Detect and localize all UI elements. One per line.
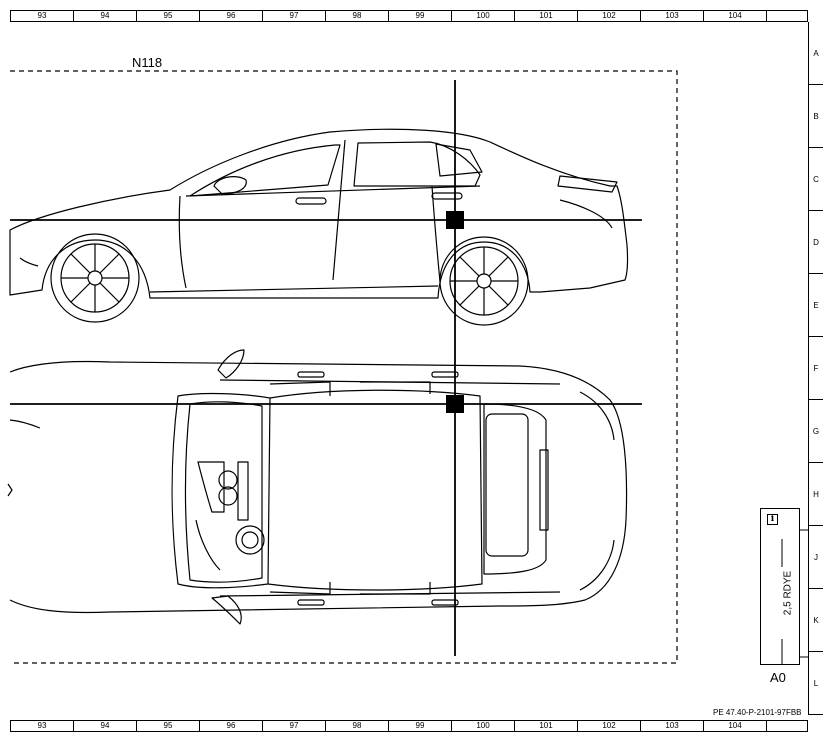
ruler-col-103: 103 (641, 721, 704, 731)
car-side-view (9, 128, 629, 326)
ruler-col-100: 100 (452, 721, 515, 731)
ruler-col-94: 94 (74, 721, 137, 731)
ruler-row-k: K (809, 589, 823, 652)
ruler-col-103: 103 (641, 11, 704, 21)
ruler-col-104: 104 (704, 721, 767, 731)
reference-code: PE 47.40-P-2101-97FBB (713, 708, 802, 717)
ruler-row-b: B (809, 85, 823, 148)
ruler-row-h: H (809, 463, 823, 526)
car-top-view (7, 349, 628, 625)
wire-label-text: 2,5 RDYE (782, 570, 794, 616)
locator-lines (10, 80, 642, 656)
ruler-col-95: 95 (137, 721, 200, 731)
ruler-right: A B C D E F G H J K L (808, 22, 823, 715)
ruler-col-102: 102 (578, 721, 641, 731)
component-marker-top-view (446, 395, 464, 413)
ruler-col-98: 98 (326, 721, 389, 731)
ruler-row-d: D (809, 211, 823, 274)
ruler-col-99: 99 (389, 11, 452, 21)
ruler-col-99: 99 (389, 721, 452, 731)
ruler-col-102: 102 (578, 11, 641, 21)
ruler-col-95: 95 (137, 11, 200, 21)
ruler-col-93: 93 (11, 11, 74, 21)
component-label: N118 (132, 55, 163, 70)
ruler-top: 93 94 95 96 97 98 99 100 101 102 103 104 (10, 10, 808, 22)
ruler-row-j: J (809, 526, 823, 589)
ruler-col-97: 97 (263, 721, 326, 731)
ruler-col-98: 98 (326, 11, 389, 21)
ruler-row-e: E (809, 274, 823, 337)
ruler-col-96: 96 (200, 721, 263, 731)
info-icon[interactable]: i (767, 514, 778, 525)
ruler-row-c: C (809, 148, 823, 211)
component-marker-side-view (446, 211, 464, 229)
ruler-col-97: 97 (263, 11, 326, 21)
ruler-col-104: 104 (704, 11, 767, 21)
wire-label: 2,5 RDYE (782, 543, 794, 643)
right-ruler-ticks (800, 529, 808, 658)
ruler-row-f: F (809, 337, 823, 400)
ruler-col-100: 100 (452, 11, 515, 21)
wire-info-box: i (760, 508, 800, 665)
connector-label: A0 (770, 670, 786, 685)
ruler-bottom: 93 94 95 96 97 98 99 100 101 102 103 104 (10, 720, 808, 732)
ruler-col-94: 94 (74, 11, 137, 21)
wire-line (781, 539, 783, 664)
ruler-row-l: L (809, 652, 823, 715)
ruler-col-101: 101 (515, 721, 578, 731)
ruler-col-101: 101 (515, 11, 578, 21)
ruler-col-93: 93 (11, 721, 74, 731)
ruler-row-g: G (809, 400, 823, 463)
component-boundary (10, 70, 678, 664)
ruler-col-96: 96 (200, 11, 263, 21)
ruler-row-a: A (809, 22, 823, 85)
